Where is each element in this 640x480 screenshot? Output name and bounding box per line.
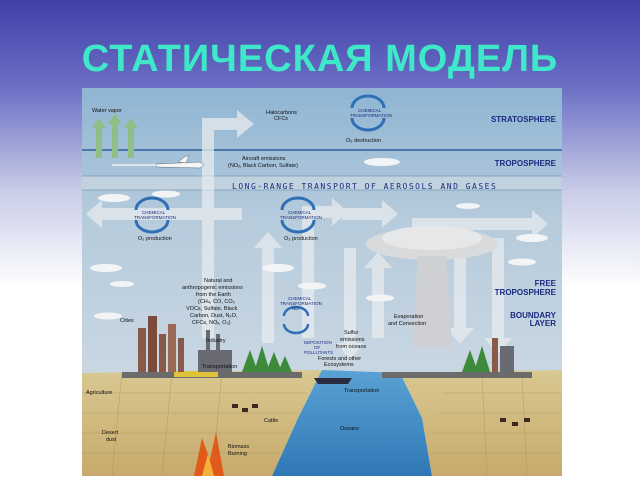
clouds (90, 158, 548, 320)
chem-left-label-1: CHEMICAL (142, 210, 166, 215)
transportation-right-label: Transportation (344, 388, 380, 394)
aircraft-label-1: Aircraft emissions (242, 156, 286, 162)
chem-low-label-3: NEI (292, 306, 300, 311)
rail (174, 371, 218, 377)
desert-dust-label-2: dust (106, 437, 117, 443)
forests-label-1: Forests and other (318, 356, 362, 362)
cattle-label: Cattle (264, 418, 279, 424)
free-troposphere-label-1: FREE (534, 279, 556, 288)
field-grid (82, 372, 562, 476)
forests-label-2: Ecosystems (324, 362, 354, 368)
transport-banner: LONG-RANGE TRANSPORT OF AEROSOLS AND GAS… (232, 182, 498, 191)
forest (242, 346, 490, 372)
water-vapor-arrows (92, 114, 138, 158)
industry-label: Industry (206, 338, 226, 344)
desert-dust-label-1: Desert (102, 430, 119, 436)
o3-production-left-label: O₃ production (138, 236, 172, 242)
right-factory (492, 338, 514, 372)
natural-emissions-label-1: Natural and (204, 278, 233, 284)
chem-low-label-1: CHEMICAL (288, 296, 312, 301)
convection-cloud (366, 226, 498, 348)
airplane (155, 155, 205, 169)
agriculture-label: Agriculture (86, 390, 113, 396)
natural-emissions-label-7: CFCs, NOₓ, O₃) (192, 320, 231, 326)
fire (194, 432, 224, 476)
ocean (272, 370, 432, 476)
deposition-label-3: POLLUTANTS (304, 350, 334, 355)
land-right (400, 370, 562, 476)
chem-strat-label-2: TRANSFORMATION (350, 113, 392, 118)
sulfur-label-3: from oceans (336, 344, 367, 350)
slide-title: СТАТИЧЕСКАЯ МОДЕЛЬ (81, 38, 559, 80)
stratosphere-label: STRATOSPHERE (490, 115, 556, 124)
chem-circle-mid (280, 196, 316, 234)
natural-emissions-label-5: VOCs, Sulfate, Black (186, 306, 238, 312)
chem-circle-left (134, 196, 170, 234)
chem-circle-low (282, 305, 310, 335)
cities-label: Cities (120, 318, 134, 324)
natural-emissions-label-2: anthropogenic emissions (182, 285, 243, 291)
diagram-artwork (82, 88, 562, 476)
atmosphere-diagram: STRATOSPHERE TROPOSPHERE FREE TROPOSPHER… (82, 88, 562, 476)
transport-arrows (86, 110, 548, 360)
boundary-layer-label-2: LAYER (529, 319, 556, 328)
sky-background (82, 88, 562, 378)
o3-destruction-label: O₃ destruction (346, 138, 381, 144)
natural-emissions-label-6: Carbon, Dust, N₂O, (190, 313, 238, 319)
evaporation-label-1: Evaporation (394, 314, 424, 320)
chem-strat-label-1: CHEMICAL (358, 108, 382, 113)
evaporation-label-2: and Convection (388, 321, 427, 327)
natural-emissions-label-4: (CH₄, CO, CO₂ (198, 299, 235, 305)
free-troposphere-label-2: TROPOSPHERE (494, 288, 556, 297)
industry (198, 330, 232, 372)
chem-left-label-2: TRANSFORMATION (134, 215, 176, 220)
transportation-left-label: Transportation (202, 364, 238, 370)
biomass-label-2: Burning (228, 451, 247, 457)
land-left (82, 370, 322, 476)
sulfur-label-1: Sulfur (344, 330, 359, 336)
aircraft-label-2: (NOₓ, Black Carbon, Sulfate) (228, 163, 298, 169)
natural-emissions-label-3: from the Earth (196, 292, 231, 298)
road-right (382, 372, 532, 378)
o3-production-mid-label: O₃ production (284, 236, 318, 242)
chem-circle-strat (350, 94, 386, 132)
oceans-label: Oceans (340, 426, 359, 432)
halocarbons-label-1: Halocarbons (266, 110, 297, 116)
chem-low-label-2: TRANSFORMATION (280, 301, 322, 306)
cattle (232, 404, 530, 426)
boundary-layer-label-1: BOUNDARY (510, 311, 556, 320)
chem-mid-label-1: CHEMICAL (288, 210, 312, 215)
city (138, 316, 184, 372)
water-vapor-label: Water vapor (92, 108, 122, 114)
halocarbons-label-2: CFCs (274, 116, 289, 122)
sulfur-label-2: emissions (340, 337, 365, 343)
ship (314, 378, 352, 384)
biomass-label-1: Biomass (228, 444, 250, 450)
troposphere-label: TROPOSPHERE (494, 159, 556, 168)
chem-mid-label-2: TRANSFORMATION (280, 215, 322, 220)
deposition-label-2: OF (314, 345, 321, 350)
deposition-label-1: DEPOSITION (304, 340, 332, 345)
